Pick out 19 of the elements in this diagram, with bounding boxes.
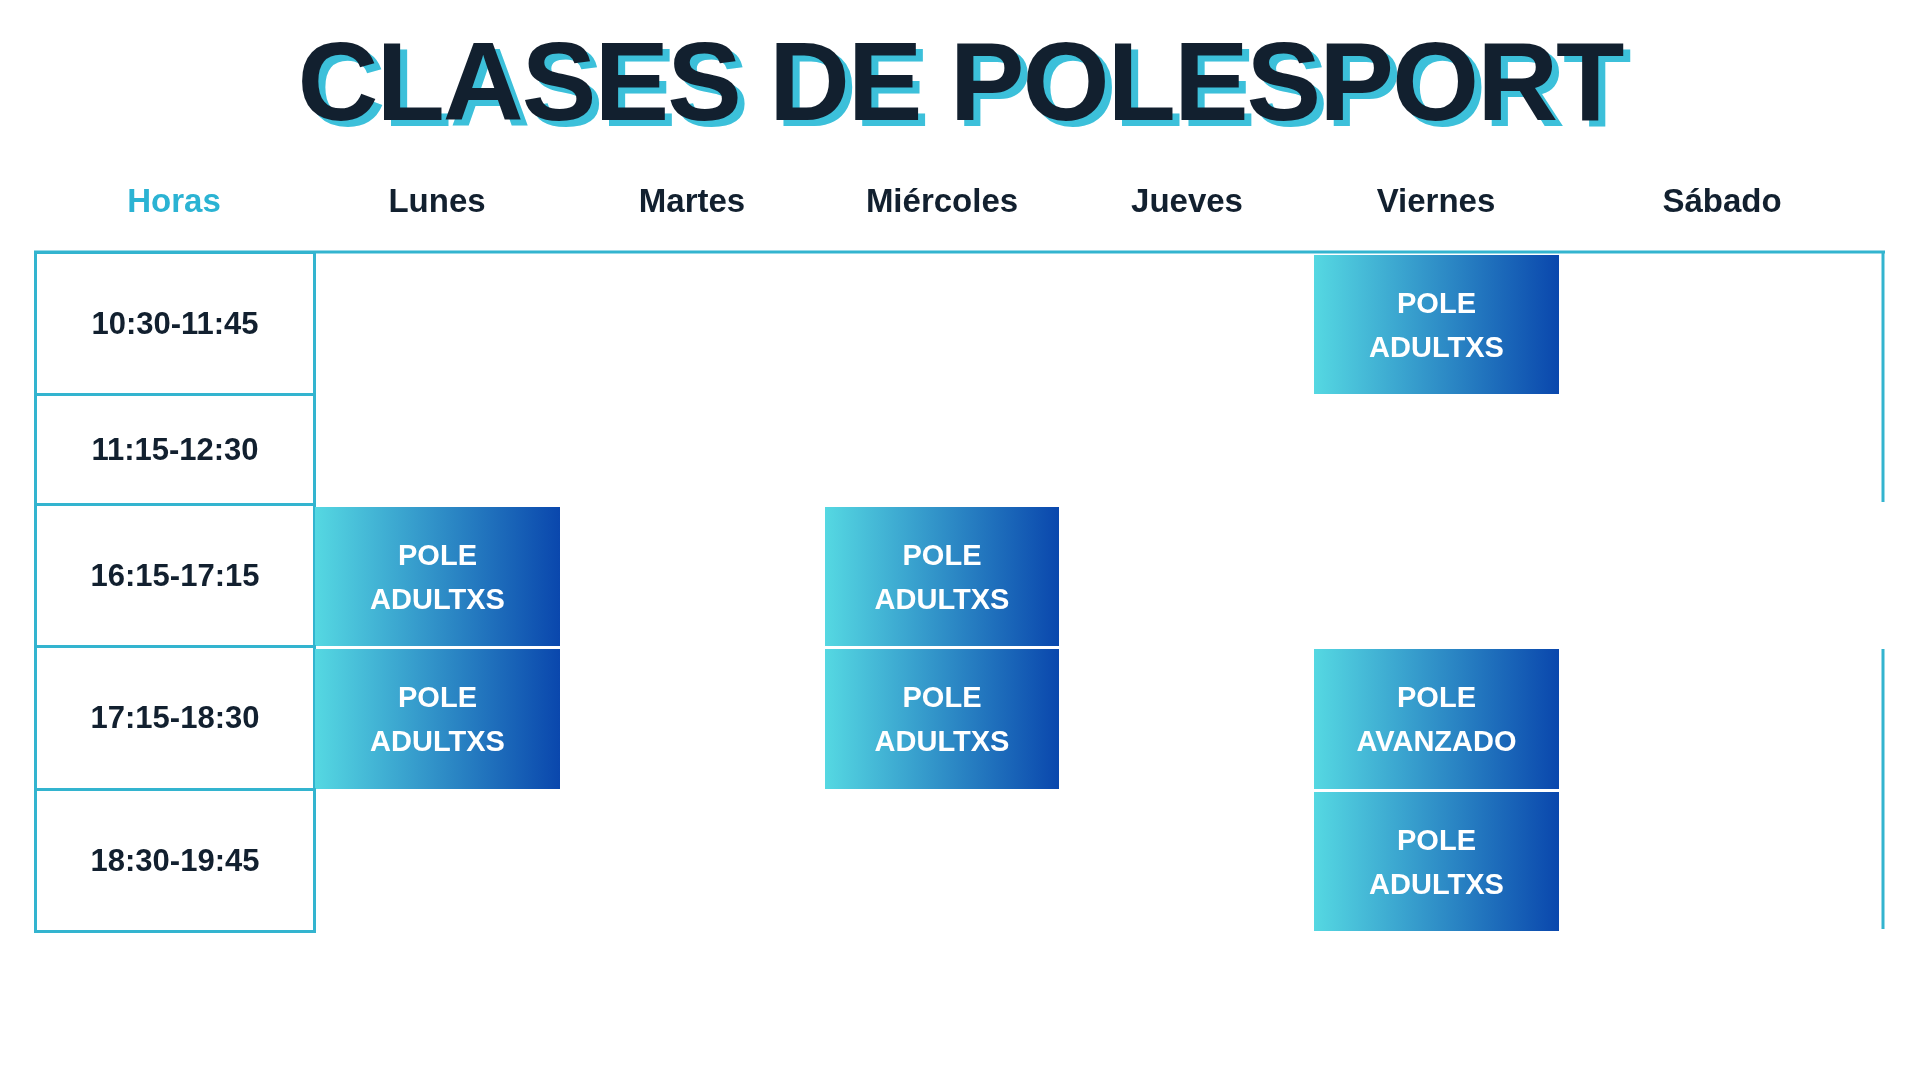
time-slot-cell: 16:15-17:15 xyxy=(34,503,316,648)
class-block: POLE ADULTXS xyxy=(1314,792,1559,931)
class-block: POLE ADULTXS xyxy=(825,649,1059,789)
time-slot-cell: 18:30-19:45 xyxy=(34,788,316,933)
class-block: POLE ADULTXS xyxy=(315,507,560,646)
column-header: Horas xyxy=(127,182,221,219)
column-header: Lunes xyxy=(388,182,486,219)
column-header: Miércoles xyxy=(865,182,1019,219)
column-header: Jueves xyxy=(1131,182,1243,219)
column-header: Sábado xyxy=(1662,182,1782,219)
class-block: POLE ADULTXS xyxy=(315,649,560,789)
time-slot-cell: 10:30-11:45 xyxy=(34,251,316,396)
class-block: POLE ADULTXS xyxy=(825,507,1059,646)
time-slot-cell: 17:15-18:30 xyxy=(34,645,316,791)
column-header: Martes xyxy=(638,182,746,219)
class-block: POLE AVANZADO xyxy=(1314,649,1559,789)
column-header: Viernes xyxy=(1376,182,1496,219)
time-slot-cell: 11:15-12:30 xyxy=(34,393,316,506)
class-block: POLE ADULTXS xyxy=(1314,255,1559,394)
